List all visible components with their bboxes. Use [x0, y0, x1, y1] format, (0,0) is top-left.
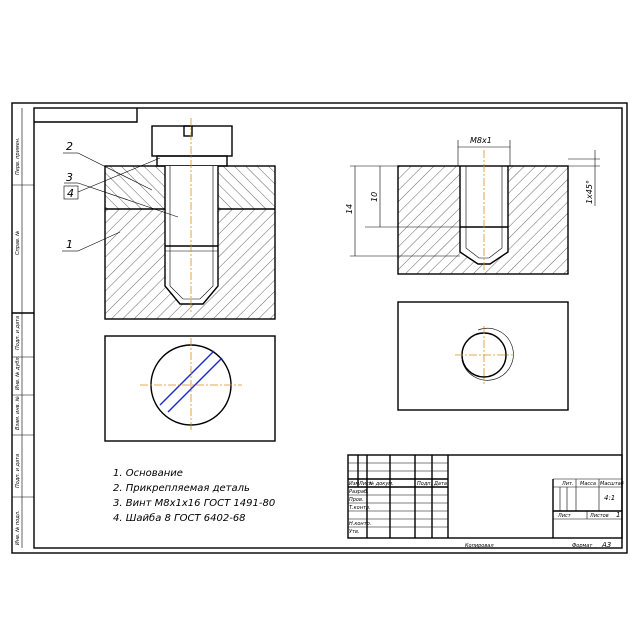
sheet-frame	[11, 102, 628, 554]
callout-1: 1	[66, 238, 73, 251]
title-block	[347, 454, 623, 539]
parts-list-item: 4. Шайба 8 ГОСТ 6402-68	[113, 512, 246, 524]
tb-lit: Лит.	[561, 481, 574, 487]
tb-sheets-count: 1	[616, 511, 620, 519]
tb-izm: Изм	[349, 481, 359, 487]
dim-chamfer: 1х45°	[585, 180, 594, 204]
margin-labels: Перв. примен. Справ. № Подп. и дата Инв.…	[15, 137, 21, 545]
tb-razrab: Разраб.	[349, 489, 369, 495]
dim-depth-total: 14	[345, 204, 354, 214]
tb-format-value: А3	[601, 541, 611, 549]
title-block-labels: Изм Лист № докум. Подп. Дата Разраб. Про…	[349, 481, 624, 549]
margin-label: Справ. №	[15, 231, 21, 255]
callout-leaders	[62, 152, 179, 252]
margin-label: Подп. и дата	[15, 454, 21, 488]
parts-list-item: 3. Винт М8х1х16 ГОСТ 1491-80	[113, 498, 275, 509]
tb-nkontr: Н.контр.	[349, 521, 371, 527]
parts-list-item: 2. Прикрепляемая деталь	[113, 483, 250, 494]
margin-label: Инв. № дубл.	[15, 356, 21, 390]
tb-prov: Пров.	[349, 497, 364, 503]
assembly-section	[104, 118, 276, 320]
tb-sheet: Лист	[557, 513, 572, 519]
title-block-values: 4:1 1 А3	[601, 494, 620, 549]
tb-sheets: Листов	[589, 513, 609, 519]
parts-list-item: 1. Основание	[113, 468, 183, 479]
tb-massa: Масса	[580, 481, 596, 487]
hole-plan-view	[397, 301, 569, 411]
tb-podp: Подп.	[417, 481, 432, 487]
tb-tkontr: Т.контр.	[349, 505, 371, 511]
callout-4: 4	[67, 187, 74, 200]
tb-doc: № докум.	[368, 481, 394, 487]
tb-list: Лист	[358, 481, 373, 487]
callout-3: 3	[66, 171, 73, 184]
tb-copied: Копировал	[465, 543, 494, 549]
tb-data: Дата	[433, 481, 447, 487]
tb-format-label: Формат	[572, 543, 593, 549]
assembly-plan-view	[104, 335, 276, 442]
callout-2: 2	[66, 140, 73, 153]
tb-masshtab: Масштаб	[600, 481, 624, 487]
tb-utv: Утв.	[349, 529, 360, 535]
dimension-lines	[350, 140, 600, 257]
margin-label: Инв. № подл.	[15, 511, 21, 546]
tb-scale-value: 4:1	[604, 494, 615, 502]
margin-label: Взам. инв. №	[15, 396, 21, 430]
margin-label: Перв. примен.	[15, 137, 21, 175]
margin-label: Подп. и дата	[15, 316, 21, 350]
callout-numbers: 2 3 4 1	[66, 140, 74, 251]
parts-list: 1. Основание 2. Прикрепляемая деталь 3. …	[113, 468, 275, 524]
hole-section	[397, 150, 569, 275]
dim-depth-thread: 10	[370, 192, 379, 202]
dim-thread: М8х1	[470, 136, 492, 145]
dimension-texts: М8х1 14 10 1х45°	[345, 136, 594, 214]
